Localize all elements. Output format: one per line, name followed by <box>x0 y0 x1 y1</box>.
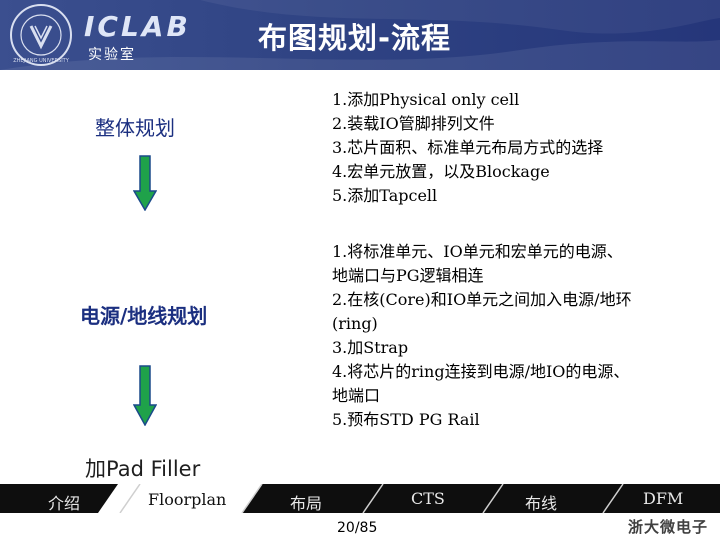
down-arrow-icon <box>133 365 157 426</box>
header-banner: ZHEJIANG UNIVERSITY ICLAB 实验室 布图规划-流程 <box>0 0 720 70</box>
detail-line: 4.宏单元放置，以及Blockage <box>332 162 550 181</box>
power-planning-details: 1.将标准单元、IO单元和宏单元的电源、 地端口与PG逻辑相连 2.在核(Cor… <box>332 240 702 432</box>
detail-line: 5.添加Tapcell <box>332 186 438 205</box>
svg-text:ZHEJIANG UNIVERSITY: ZHEJIANG UNIVERSITY <box>13 58 70 64</box>
detail-line: 地端口与PG逻辑相连 <box>332 266 484 285</box>
brand-subtitle: 实验室 <box>88 47 136 63</box>
detail-line: 2.装载IO管脚排列文件 <box>332 114 495 133</box>
nav-item-floorplan[interactable]: Floorplan <box>148 490 227 509</box>
detail-line: 3.芯片面积、标准单元布局方式的选择 <box>332 138 604 157</box>
header-wave-decoration <box>0 0 720 70</box>
footer-brand: 浙大微电子 <box>628 518 709 536</box>
detail-line: 地端口 <box>332 386 381 405</box>
step-power-ground-planning: 电源/地线规划 <box>80 304 208 328</box>
detail-line: (ring) <box>332 314 378 333</box>
nav-bar-dividers <box>98 484 624 513</box>
step-add-pad-filler: 加Pad Filler <box>85 457 201 481</box>
detail-line: 3.加Strap <box>332 338 409 357</box>
nav-item-dfm[interactable]: DFM <box>643 489 684 508</box>
university-seal-logo: ZHEJIANG UNIVERSITY <box>10 4 72 66</box>
detail-line: 2.在核(Core)和IO单元之间加入电源/地环 <box>332 290 632 309</box>
nav-item-cts[interactable]: CTS <box>411 489 445 508</box>
page-number: 20/85 <box>337 520 378 536</box>
nav-item-intro[interactable]: 介绍 <box>48 494 81 513</box>
brand-name: ICLAB <box>84 10 191 43</box>
detail-line: 5.预布STD PG Rail <box>332 410 480 429</box>
step-overall-planning: 整体规划 <box>95 116 175 140</box>
nav-item-placement[interactable]: 布局 <box>290 494 323 513</box>
overall-planning-details: 1.添加Physical only cell 2.装载IO管脚排列文件 3.芯片… <box>332 88 702 208</box>
nav-item-routing[interactable]: 布线 <box>525 494 558 513</box>
page-title: 布图规划-流程 <box>258 21 452 55</box>
section-nav-bar <box>0 484 720 513</box>
detail-line: 1.将标准单元、IO单元和宏单元的电源、 <box>332 242 623 261</box>
down-arrow-icon <box>133 155 157 211</box>
detail-line: 4.将芯片的ring连接到电源/地IO的电源、 <box>332 362 630 381</box>
footer <box>0 513 720 540</box>
detail-line: 1.添加Physical only cell <box>332 90 520 109</box>
